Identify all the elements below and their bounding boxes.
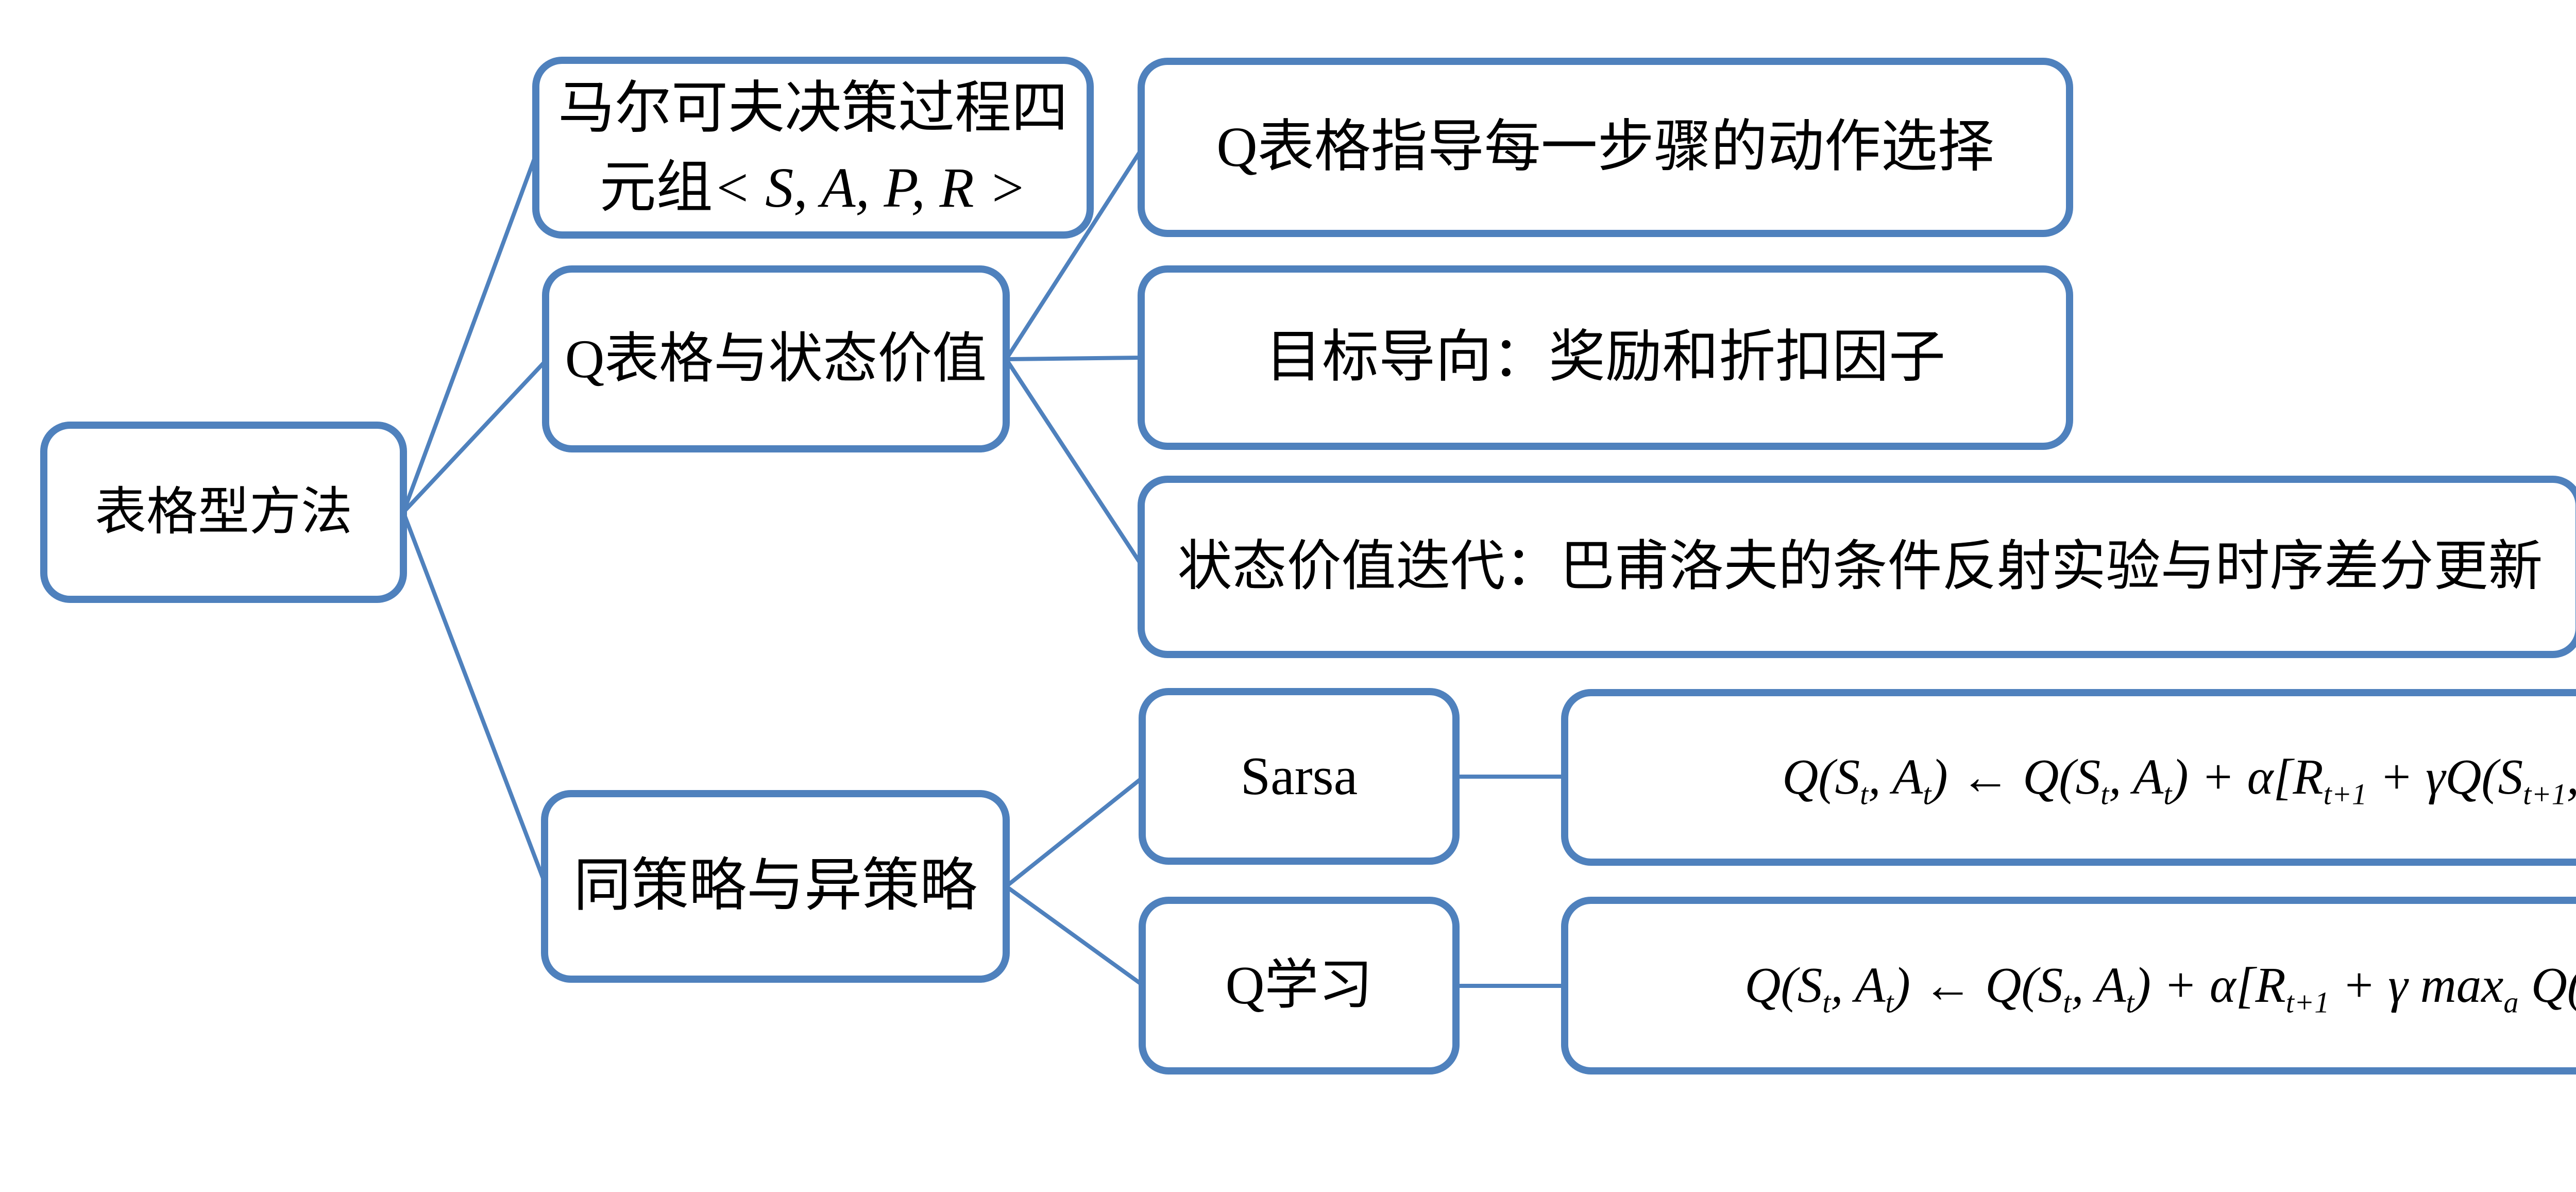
connector-policy-sarsa	[1005, 775, 1145, 888]
node-qtable-guides-actions: Q表格指导每一步骤的动作选择	[1138, 58, 2073, 237]
connector-root-mdp	[401, 147, 540, 513]
node-qlearning-label: Q学习	[1225, 955, 1373, 1016]
node-onpolicy-offpolicy-label: 同策略与异策略	[573, 854, 977, 918]
node-qtable-statevalue: Q表格与状态价值	[542, 265, 1010, 452]
node-qlearning-update-formula: Q(St, At) ← Q(St, At) + α[Rt+1 + γ maxa …	[1561, 897, 2576, 1075]
node-state-value-iteration-label: 状态价值迭代：巴甫洛夫的条件反射实验与时序差分更新	[1177, 536, 2543, 597]
node-qtable-guides-actions-label: Q表格指导每一步骤的动作选择	[1216, 115, 1994, 179]
node-mdp-tuple-label: 马尔可夫决策过程四元组< S, A, P, R >	[558, 76, 1068, 219]
mdp-tuple-math: < S, A, P, R >	[713, 156, 1027, 219]
connector-qtable-goal	[1006, 356, 1143, 361]
connector-policy-qlearning	[1005, 884, 1145, 988]
connector-qtable-valueiter	[1004, 358, 1145, 568]
node-goal-oriented-label: 目标导向：奖励和折扣因子	[1265, 326, 1945, 389]
node-onpolicy-offpolicy: 同策略与异策略	[541, 790, 1010, 983]
node-tabular-methods-label: 表格型方法	[95, 483, 352, 541]
node-sarsa-label: Sarsa	[1240, 746, 1358, 807]
node-qlearning: Q学习	[1139, 897, 1460, 1075]
node-state-value-iteration: 状态价值迭代：巴甫洛夫的条件反射实验与时序差分更新	[1138, 476, 2576, 658]
node-sarsa-update-formula: Q(St, At) ← Q(St, At) + α[Rt+1 + γQ(St+1…	[1561, 689, 2576, 866]
node-mdp-tuple: 马尔可夫决策过程四元组< S, A, P, R >	[532, 57, 1094, 239]
node-qtable-statevalue-label: Q表格与状态价值	[565, 328, 987, 389]
node-tabular-methods: 表格型方法	[40, 422, 407, 603]
qlearning-update-formula: Q(St, At) ← Q(St, At) + α[Rt+1 + γ maxa …	[1744, 958, 2576, 1019]
connector-root-policy	[401, 511, 548, 887]
connector-qtable-qguide	[1004, 146, 1145, 361]
sarsa-update-formula: Q(St, At) ← Q(St, At) + α[Rt+1 + γQ(St+1…	[1782, 749, 2576, 811]
node-sarsa: Sarsa	[1139, 688, 1460, 865]
connector-root-qtable	[402, 358, 549, 514]
node-goal-oriented: 目标导向：奖励和折扣因子	[1138, 265, 2073, 450]
